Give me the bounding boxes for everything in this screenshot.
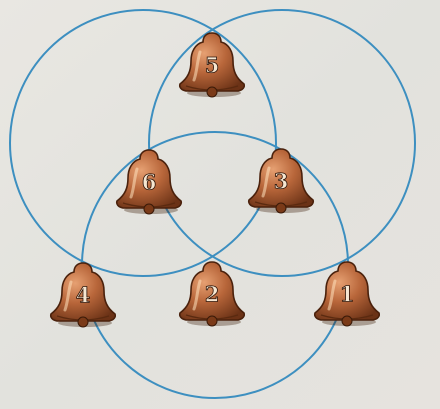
bell-number: 5 [205, 53, 220, 78]
bell-clapper [207, 87, 217, 97]
bell-number: 2 [205, 282, 220, 307]
bell-clapper [207, 316, 217, 326]
bell-clapper [144, 204, 154, 214]
bell-clapper [276, 203, 286, 213]
bell-clapper [342, 316, 352, 326]
bell-number: 6 [142, 170, 157, 195]
bell-number: 4 [76, 283, 91, 308]
bell-clapper [78, 317, 88, 327]
bell-number: 1 [340, 282, 355, 307]
bell-number: 3 [274, 169, 289, 194]
